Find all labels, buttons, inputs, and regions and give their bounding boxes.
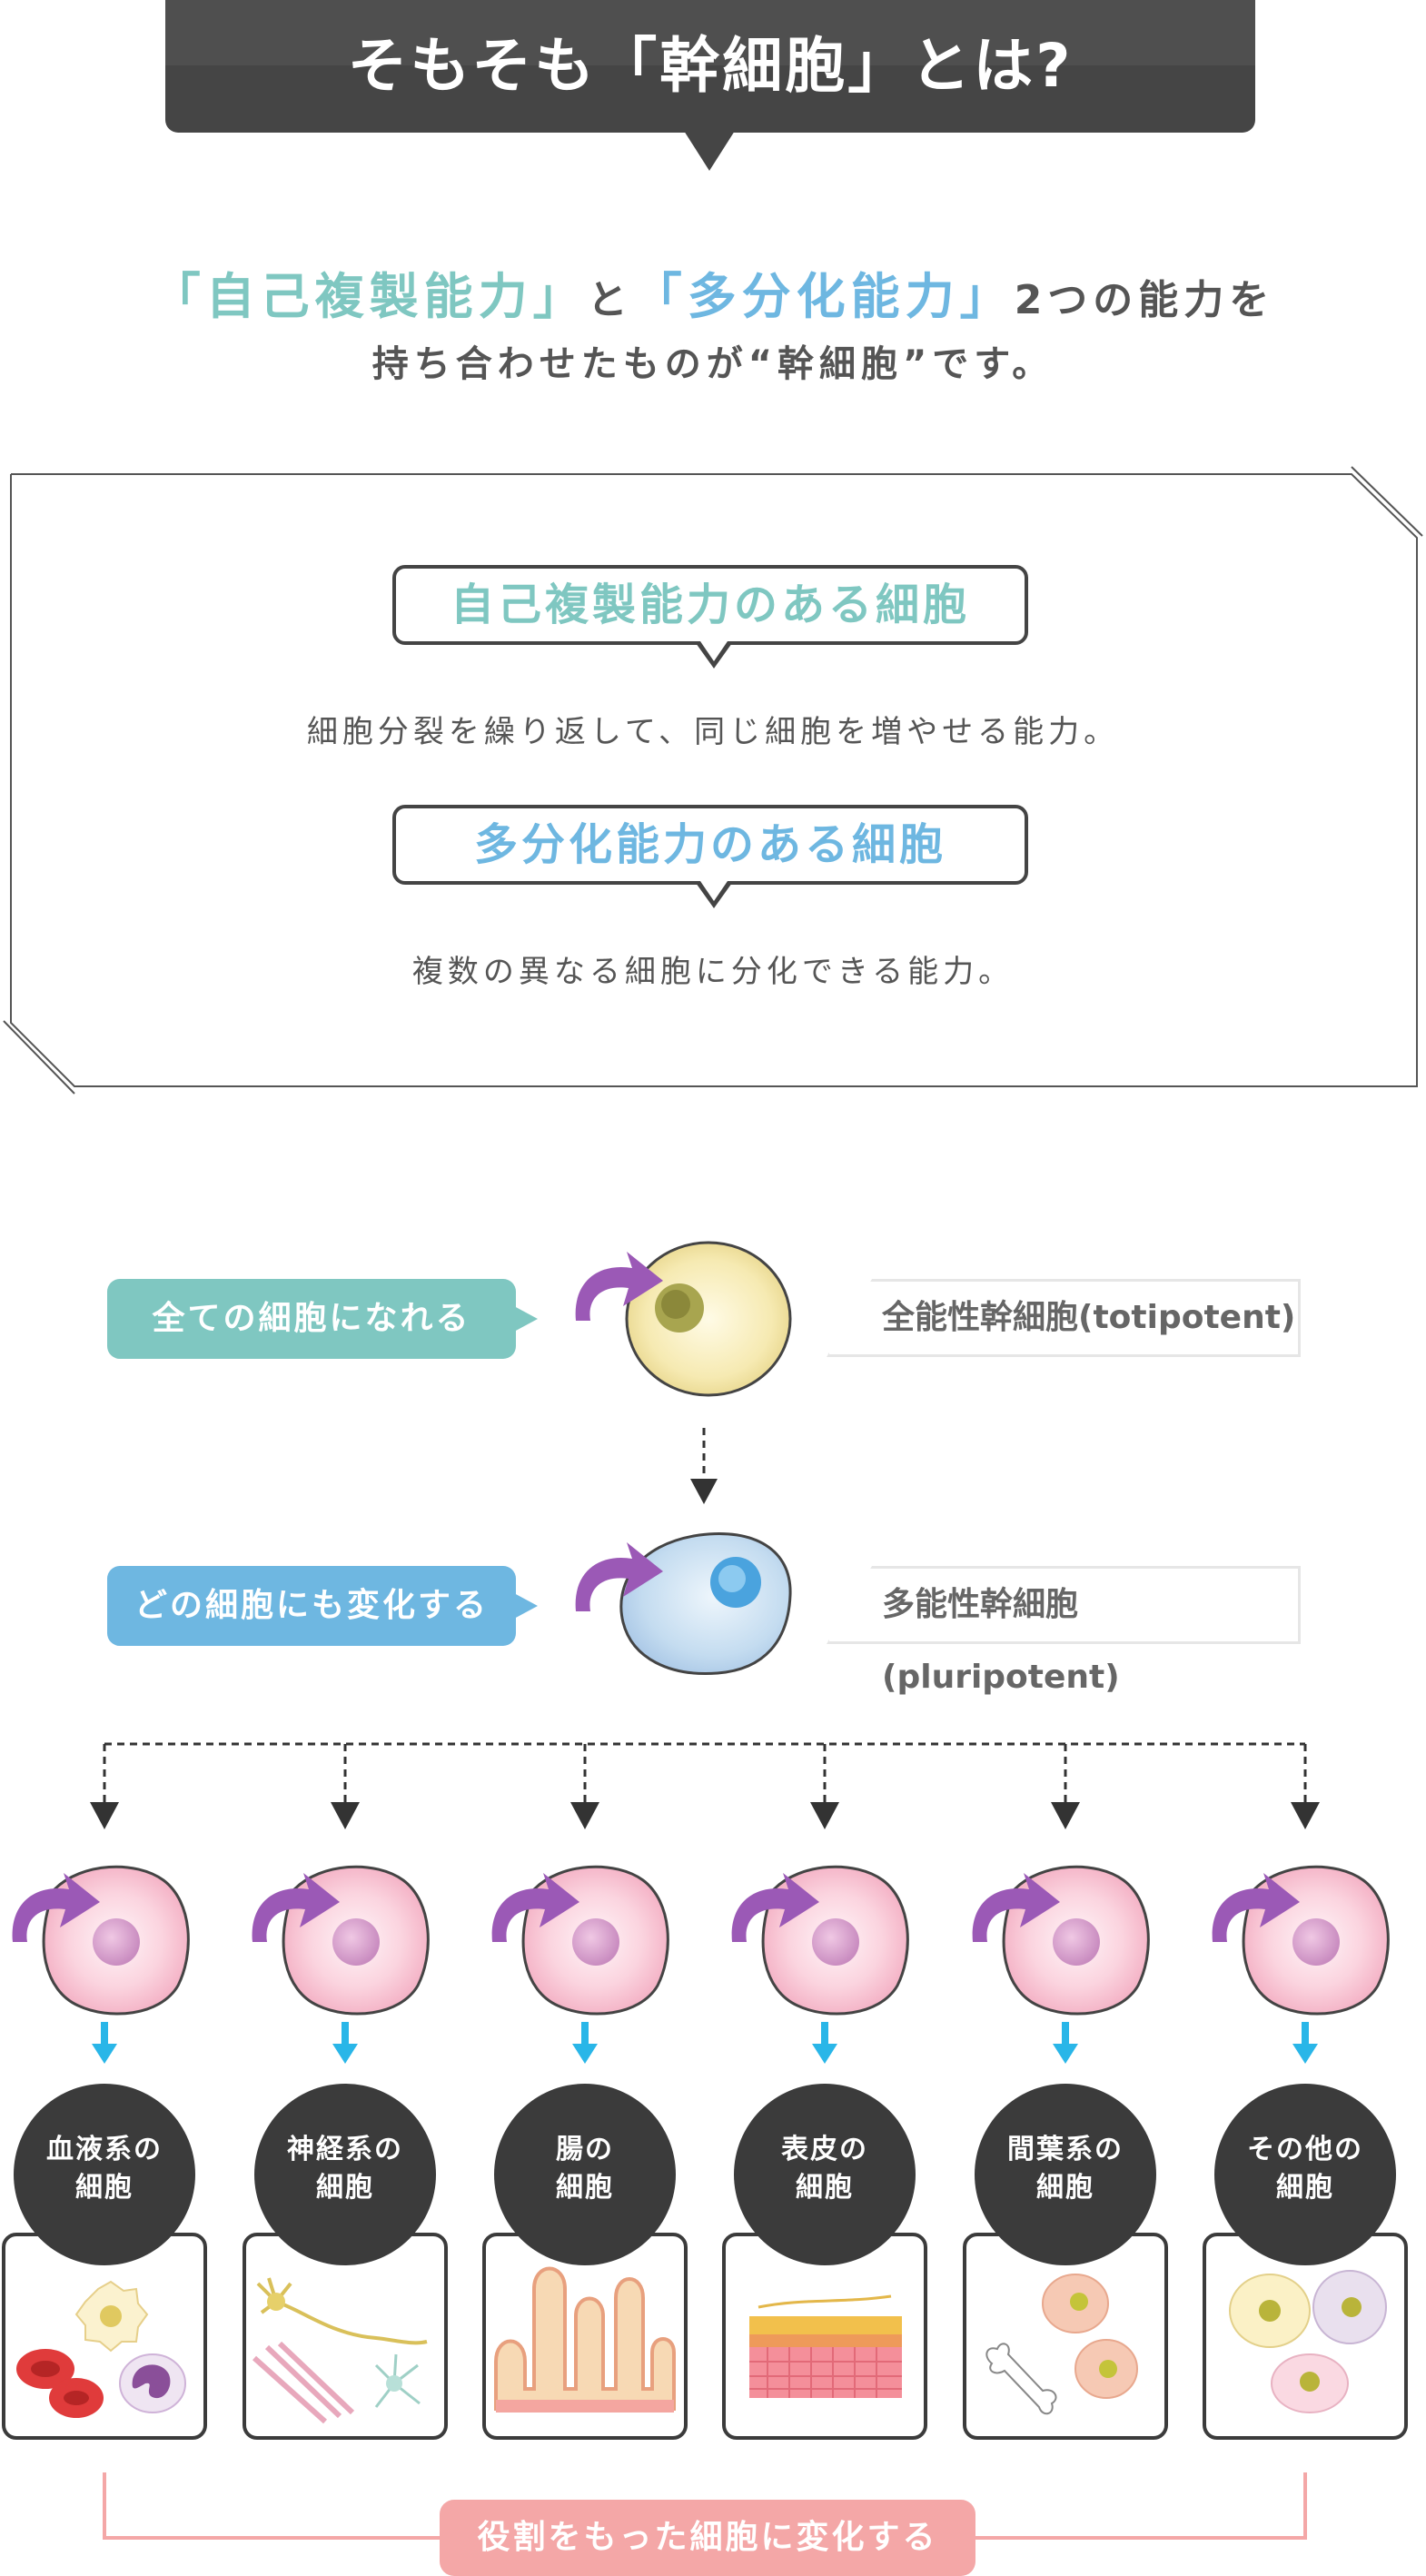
mesenchymal-cells-box — [963, 2233, 1168, 2440]
category-blood: 血液系の細胞 — [14, 2084, 195, 2265]
category-epidermis: 表皮の細胞 — [734, 2084, 916, 2265]
category-other-line1: その他の — [1247, 2134, 1363, 2165]
differentiating-cells-row — [11, 1865, 1390, 2016]
other-cells-illustration — [1229, 2270, 1387, 2413]
category-nerve-line1: 神経系の — [287, 2134, 403, 2165]
definition-box-frame — [3, 466, 1423, 1095]
category-mesenchymal-line1: 間葉系の — [1007, 2134, 1124, 2165]
blood-cells-illustration — [16, 2280, 186, 2418]
category-intestine-line2: 細胞 — [556, 2172, 614, 2204]
pill-tail — [514, 1593, 538, 1619]
totipotent-cell-icon — [575, 1241, 792, 1397]
totipotent-pill: 全ての細胞になれる — [107, 1279, 516, 1359]
pluripotent-cell-icon — [575, 1532, 792, 1676]
stage-connector-arrow — [690, 1428, 718, 1504]
title-banner: そもそも「幹細胞」とは? — [165, 0, 1255, 133]
multipotency-description: 複数の異なる細胞に分化できる能力。 — [411, 954, 1015, 990]
multipotency-heading: 多分化能力のある細胞 — [392, 805, 1028, 885]
multipotency-term: 「多分化能力」 — [632, 268, 1015, 325]
category-intestine: 腸の細胞 — [494, 2084, 676, 2265]
intestinal-cells-illustration — [494, 2266, 676, 2413]
result-label: 役割をもった細胞に変化する — [440, 2500, 975, 2576]
two-abilities-text: 2つの能力を — [1014, 277, 1275, 323]
and-text: と — [587, 277, 633, 323]
self-renewal-heading: 自己複製能力のある細胞 — [392, 565, 1028, 645]
title-pointer — [684, 131, 735, 171]
category-epidermis-line1: 表皮の — [781, 2134, 868, 2165]
category-intestine-line1: 腸の — [556, 2134, 614, 2165]
category-mesenchymal: 間葉系の細胞 — [975, 2084, 1156, 2265]
nerve-cells-illustration — [252, 2277, 428, 2424]
cyan-arrows-row — [92, 2022, 1318, 2064]
pluripotent-label: 多能性幹細胞(pluripotent) — [827, 1566, 1301, 1696]
totipotent-label: 全能性幹細胞(totipotent) — [827, 1279, 1301, 1357]
mesenchymal-cells-illustration — [985, 2274, 1138, 2415]
bubble-tail-inner — [700, 641, 728, 661]
bubble-tail-inner — [700, 881, 728, 901]
category-epidermis-line2: 細胞 — [796, 2172, 854, 2204]
category-other: その他の細胞 — [1214, 2084, 1396, 2265]
category-blood-line1: 血液系の — [46, 2134, 163, 2165]
intro-line-2: 持ち合わせたものが“幹細胞”です。 — [371, 343, 1055, 385]
category-mesenchymal-line2: 細胞 — [1036, 2172, 1094, 2204]
self-renewal-term: 「自己複製能力」 — [151, 268, 588, 325]
branch-connectors — [90, 1742, 1320, 1829]
epidermal-cells-illustration — [749, 2294, 902, 2398]
category-nerve: 神経系の細胞 — [254, 2084, 436, 2265]
category-other-line2: 細胞 — [1276, 2172, 1334, 2204]
pluripotent-label-text: 多能性幹細胞(pluripotent) — [882, 1586, 1120, 1696]
pluripotent-pill: どの細胞にも変化する — [107, 1566, 516, 1646]
intro-line-1: 「自己複製能力」と「多分化能力」2つの能力を — [0, 256, 1426, 328]
category-blood-line2: 細胞 — [75, 2172, 134, 2204]
pill-tail — [514, 1306, 538, 1332]
page-title: そもそも「幹細胞」とは? — [347, 31, 1074, 101]
self-renewal-description: 細胞分裂を繰り返して、同じ細胞を増やせる能力。 — [306, 714, 1120, 750]
totipotent-label-text: 全能性幹細胞(totipotent) — [882, 1299, 1296, 1336]
category-nerve-line2: 細胞 — [316, 2172, 374, 2204]
